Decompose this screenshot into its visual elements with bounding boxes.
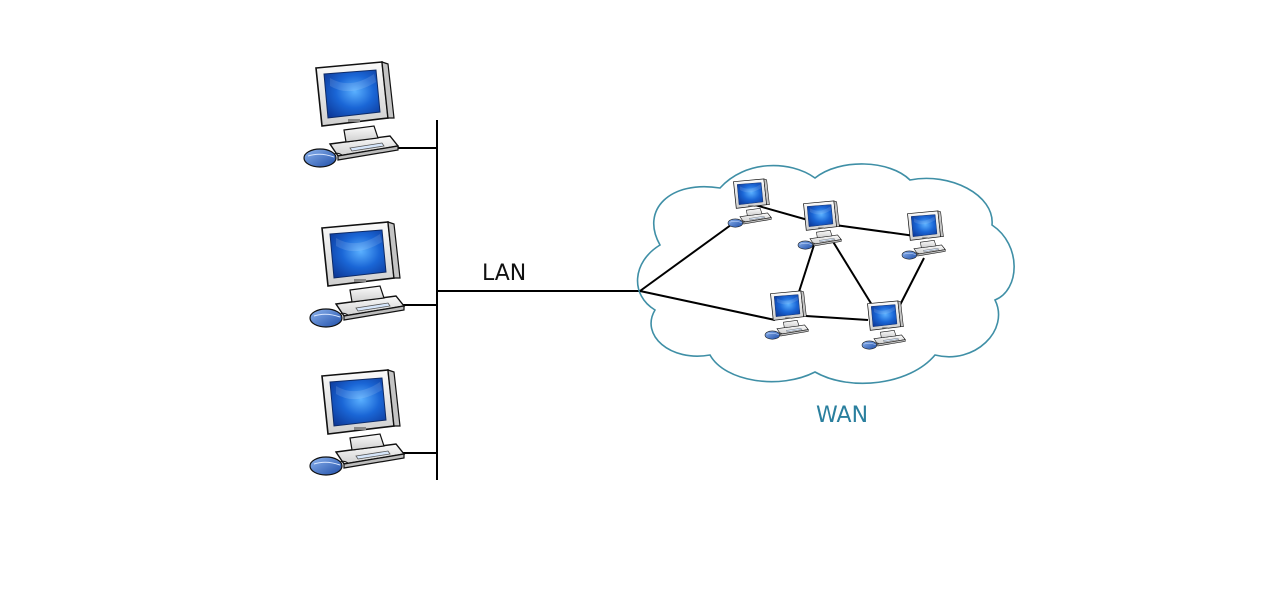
- wan-link: [639, 221, 736, 292]
- lan-computer-2: [309, 221, 405, 328]
- wan-label: WAN: [816, 403, 868, 428]
- wan-link: [899, 257, 925, 306]
- wan-link: [639, 290, 776, 321]
- lan-computer-1: [303, 61, 399, 168]
- wan-link: [805, 315, 869, 321]
- desktop-computer-icon: [303, 61, 399, 168]
- lan-computer-3: [309, 369, 405, 476]
- wan-link: [834, 224, 916, 237]
- desktop-computer-icon: [309, 369, 405, 476]
- wan-links: [639, 204, 925, 321]
- wan-link: [796, 244, 815, 299]
- wan-link: [831, 239, 873, 306]
- wan-cloud: [636, 163, 1015, 385]
- lan-label: LAN: [482, 261, 526, 286]
- desktop-computer-icon: [309, 221, 405, 328]
